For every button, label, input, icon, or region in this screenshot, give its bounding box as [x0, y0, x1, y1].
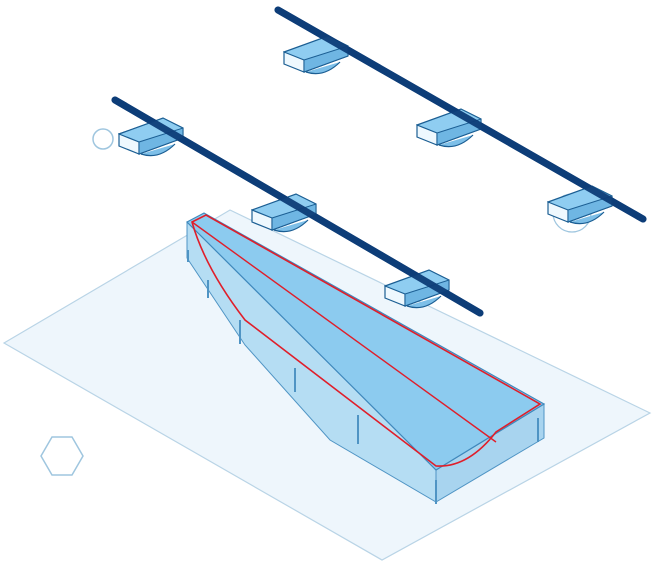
light-fixture-icon	[546, 185, 613, 225]
platform-legs	[187, 250, 539, 504]
platform	[185, 212, 546, 504]
lighting-pole-front-overlay	[111, 96, 484, 317]
platform-top	[185, 212, 546, 471]
hexagon-marker-icon	[40, 436, 84, 476]
platform-red-diagonal	[191, 221, 497, 443]
light-fixture-icon	[415, 108, 482, 148]
lighting-pole-front-overlay	[274, 6, 647, 223]
light-fixture-icon	[383, 269, 450, 309]
circle-marker-icon	[92, 128, 114, 150]
lighting-bar-back	[274, 6, 647, 225]
lighting-bar-front	[111, 96, 484, 317]
